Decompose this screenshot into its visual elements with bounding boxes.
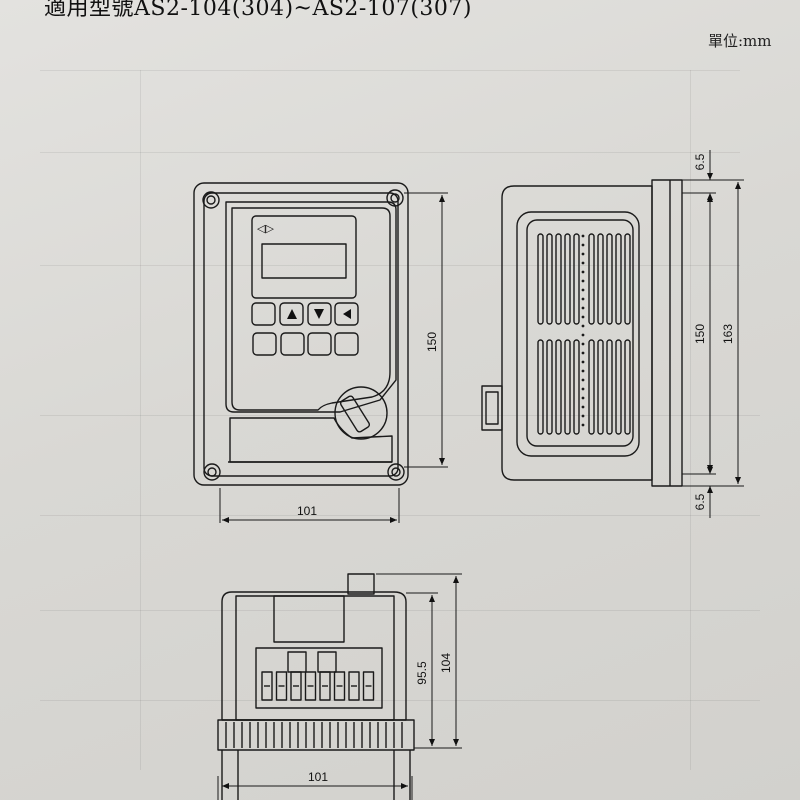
vent-dot [581, 405, 585, 409]
bottom-total-height-label: 104 [439, 653, 453, 673]
vent-slot [573, 339, 580, 435]
corner-screw-icon [387, 463, 405, 481]
terminal-tab [317, 651, 337, 673]
vent-slot [564, 339, 571, 435]
side-bottom-margin-label: 6.5 [693, 493, 707, 510]
bottom-housing [221, 591, 407, 721]
side-view [481, 179, 683, 487]
top-connector [347, 573, 375, 595]
side-heatsink-flange [651, 179, 683, 487]
terminal-screw-icon [362, 671, 375, 701]
vent-slot [564, 233, 571, 325]
keypad-key [279, 302, 304, 326]
side-top-margin-label: 6.5 [693, 153, 707, 170]
vent-dot [581, 333, 585, 337]
terminal-block [255, 647, 383, 709]
speed-knob-icon [334, 386, 388, 440]
front-outer-housing [193, 182, 409, 486]
terminal-screw-icon [275, 671, 288, 701]
bottom-view [217, 573, 415, 800]
vent-slot [615, 339, 622, 435]
vent-dot [581, 396, 585, 400]
vent-slots [537, 233, 631, 435]
vent-dot [581, 252, 585, 256]
terminal-screw-icon [333, 671, 346, 701]
vent-slot [624, 339, 631, 435]
lcd-display [261, 243, 347, 279]
vent-dot [581, 378, 585, 382]
vent-dot [581, 243, 585, 247]
vent-dot [581, 369, 585, 373]
terminal-tab [287, 651, 307, 673]
vent-slot [588, 233, 595, 325]
vent-slot [546, 339, 553, 435]
side-connector [481, 385, 503, 431]
vent-dot [581, 324, 585, 328]
terminal-screw-icon [304, 671, 317, 701]
terminal-screw-icon [348, 671, 360, 701]
down-arrow-icon [314, 309, 324, 319]
vent-dot [581, 387, 585, 391]
keypad-key [334, 332, 359, 356]
vent-slot [624, 233, 631, 325]
front-width-label: 101 [297, 504, 317, 518]
display-arrows: ◁▷ [257, 223, 274, 235]
vent-dot [581, 270, 585, 274]
vent-dot [581, 360, 585, 364]
heatsink-fins [225, 722, 403, 748]
vent-slot [537, 339, 544, 435]
side-vent-panel [526, 219, 634, 447]
vent-dot [581, 306, 585, 310]
terminal-screw-icon [261, 671, 273, 701]
keypad-key [307, 302, 332, 326]
vent-dot [581, 288, 585, 292]
keypad-key [280, 332, 305, 356]
side-inner-height-label: 150 [693, 324, 707, 344]
vent-dot [581, 315, 585, 319]
vent-dot [581, 297, 585, 301]
front-view: ◁▷ [193, 182, 409, 486]
unit-label: 單位:mm [708, 32, 772, 50]
vent-dot [581, 423, 585, 427]
vent-dot [581, 342, 585, 346]
bottom-heatsink-base [217, 719, 415, 751]
vent-slot [555, 339, 562, 435]
vent-slot [606, 233, 613, 325]
bottom-cover-plate [273, 595, 345, 643]
keypad-key [334, 302, 359, 326]
keypad-key [307, 332, 332, 356]
vent-slot [615, 233, 622, 325]
vent-slot [597, 339, 604, 435]
vent-dot [581, 279, 585, 283]
vent-dot [581, 234, 585, 238]
corner-screw-icon [386, 189, 404, 207]
terminal-screws [261, 651, 375, 701]
side-total-height-label: 163 [721, 324, 735, 344]
vent-dot [581, 351, 585, 355]
keypad-key [251, 302, 276, 326]
page-title: 適用型號AS2-104(304)~AS2-107(307) [44, 0, 473, 21]
front-height-label: 150 [425, 332, 439, 352]
corner-screw-icon [202, 191, 220, 209]
terminal-cover [229, 417, 393, 463]
side-housing [501, 185, 653, 481]
keypad-panel [231, 207, 391, 411]
vent-dot [581, 414, 585, 418]
vent-slot [606, 339, 613, 435]
vent-slot [597, 233, 604, 325]
up-arrow-icon [287, 309, 297, 319]
vent-slot [546, 233, 553, 325]
vent-slot [537, 233, 544, 325]
vent-slot [555, 233, 562, 325]
bottom-inner-height-label: 95.5 [415, 661, 429, 685]
vent-dot [581, 261, 585, 265]
bottom-width-label: 101 [308, 770, 328, 784]
vent-slot [588, 339, 595, 435]
corner-screw-icon [203, 463, 221, 481]
left-arrow-icon [343, 309, 351, 319]
keypad-key [252, 332, 277, 356]
vent-slot [573, 233, 580, 325]
